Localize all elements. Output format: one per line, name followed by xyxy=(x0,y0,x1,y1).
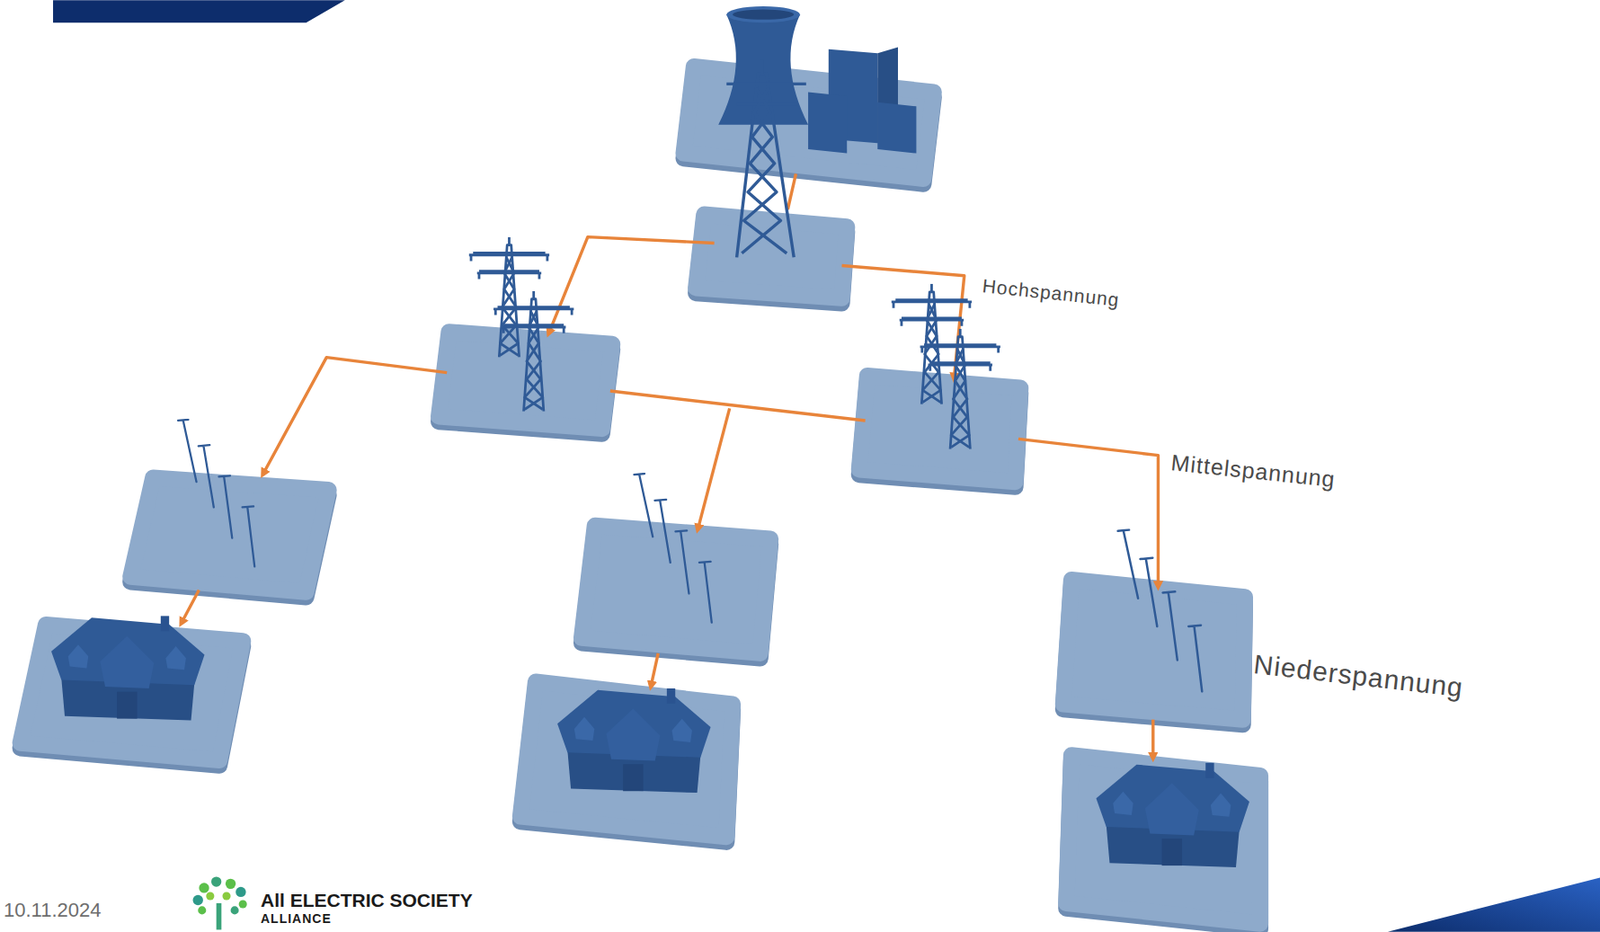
date-label: 10.11.2024 xyxy=(3,898,101,923)
voltage-label: Hochspannung xyxy=(981,275,1121,312)
voltage-label: Niederspannung xyxy=(1252,648,1466,703)
voltage-label: Mittelspannung xyxy=(1169,449,1337,493)
logo-text: All ELECTRIC SOCIETY xyxy=(260,889,473,912)
logo-subtext: ALLIANCE xyxy=(260,911,332,926)
